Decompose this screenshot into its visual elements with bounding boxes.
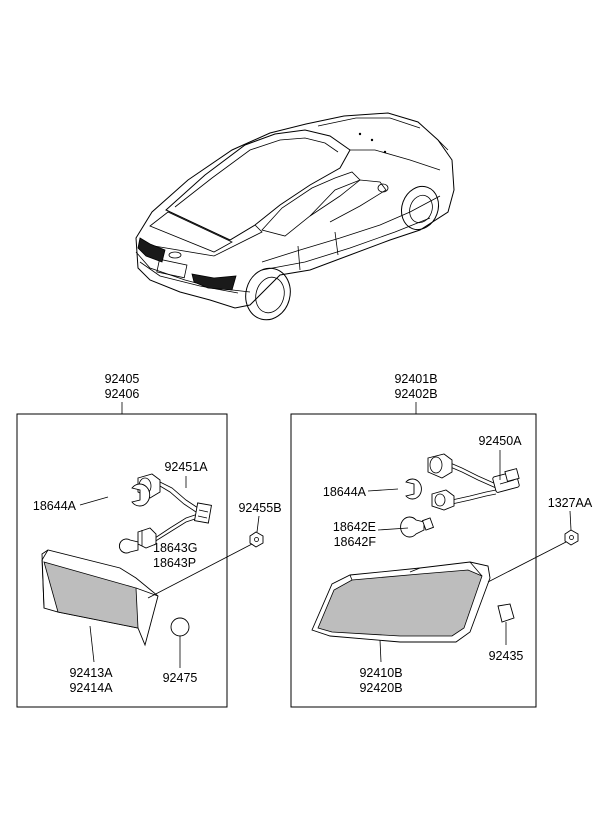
left-lamp-group: 92405 92406 92451A 18644A 18643G 18 [16,372,228,708]
right-harness-label: 92450A [478,434,522,448]
right-nut-leader-to-lens [487,541,567,583]
right-nut-icon [564,529,579,546]
right-lamp-lens-drawing [311,561,491,643]
right-bulb-a-leader [367,488,399,492]
left-group-part-number-2: 92406 [105,387,140,401]
right-group-frame [290,413,537,708]
left-lens-label-1: 92413A [69,666,113,680]
right-lens-label-1: 92410B [359,666,402,680]
right-bulb-a-icon [405,478,422,500]
right-bulb-b-label-1: 18642E [333,520,376,534]
left-nut-leader-to-lens [147,543,253,599]
right-lens-label-2: 92420B [359,681,402,695]
left-lens-label-2: 92414A [69,681,113,695]
car-illustration [135,112,455,321]
left-group-part-number-1: 92405 [105,372,140,386]
left-cap-icon [170,617,190,637]
left-lamp-lens-drawing [41,549,159,647]
right-nut-leader-up [569,510,572,531]
right-bulb-b-icon [400,516,425,538]
right-group-part-number-1: 92401B [394,372,437,386]
left-harness-label: 92451A [164,460,208,474]
left-lens-leader [89,625,95,663]
right-pad-label: 92435 [489,649,524,663]
left-nut-label: 92455B [238,501,281,515]
right-bulb-a-label: 18644A [323,485,367,499]
left-bulb-b-label-2: 18643P [153,556,196,570]
left-nut-leader-up [256,515,260,533]
left-cap-label: 92475 [163,671,198,685]
right-bulb-b-leader [377,527,409,531]
right-harness-drawing [427,453,520,511]
left-group-frame [16,413,228,708]
right-pad-icon [497,603,515,623]
left-bulb-b-label-1: 18643G [153,541,197,555]
right-lamp-group: 92401B 92402B 92450A 18644A 18642E [290,372,537,708]
right-lens-leader [379,639,382,663]
left-bulb-a-icon [131,483,151,507]
right-bulb-b-label-2: 18642F [334,535,377,549]
right-group-part-number-2: 92402B [394,387,437,401]
left-bulb-a-label: 18644A [33,499,77,513]
left-bulb-a-leader [79,496,109,506]
left-harness-drawing [137,473,212,549]
right-nut-label: 1327AA [548,496,593,510]
left-bulb-b-icon [118,538,139,554]
left-nut-icon [249,531,264,548]
